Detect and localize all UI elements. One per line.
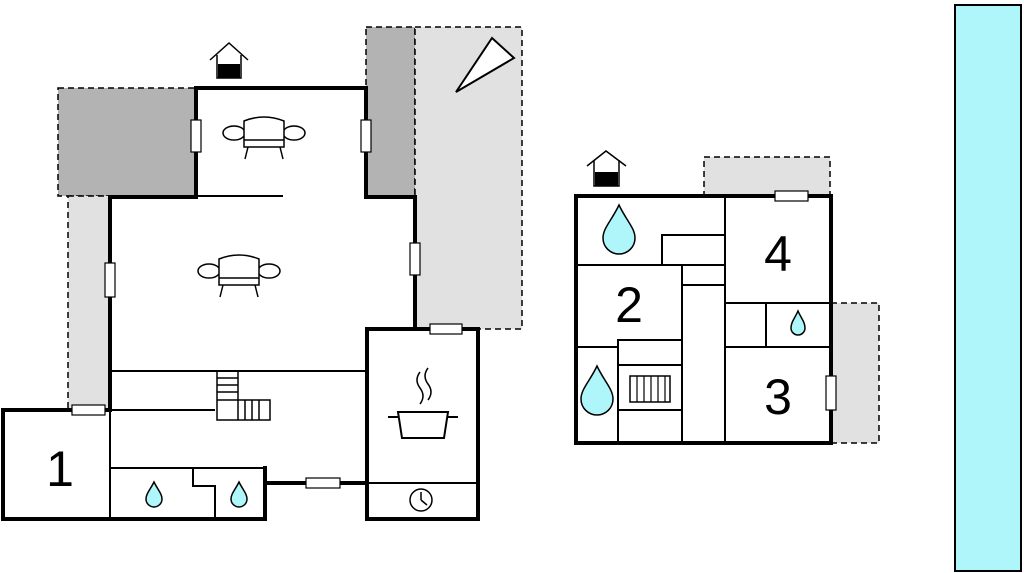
room-number-2: 2 [615, 277, 643, 333]
terrace-left-strip [67, 195, 111, 411]
terrace-annex-top [703, 156, 831, 197]
bathroom-drop-icon [580, 364, 614, 416]
room-number-3: 3 [764, 369, 792, 425]
entrance-icon [209, 41, 249, 79]
entrance-icon [586, 150, 627, 187]
radiator-icon [629, 375, 671, 403]
bathroom-drop-icon [230, 480, 248, 508]
clock-icon [409, 488, 433, 512]
windows-main [71, 119, 463, 489]
room-number-4: 4 [764, 226, 792, 282]
terrace-top-left [57, 87, 197, 197]
water-body [954, 4, 1022, 572]
bathroom-drop-icon [145, 480, 163, 508]
terrace-annex-right [830, 302, 880, 444]
windows-annex [774, 190, 837, 411]
sofa-icon [222, 116, 306, 160]
room-number-1: 1 [46, 441, 74, 497]
sofa-icon [197, 254, 281, 298]
kitchen-pot-icon [388, 367, 458, 439]
annex-building [574, 194, 833, 445]
terrace-top-right-dark [365, 26, 416, 198]
bathroom-drop-icon [790, 309, 806, 336]
bathroom-drop-icon [602, 203, 636, 255]
stairs-icon [216, 371, 271, 421]
north-arrow-icon [455, 36, 516, 93]
